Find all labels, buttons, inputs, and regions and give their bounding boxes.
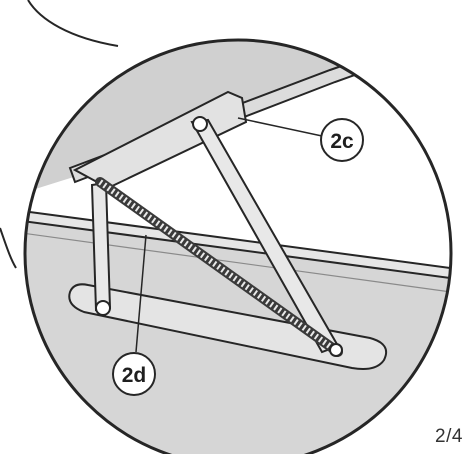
tension-spring bbox=[95, 177, 343, 357]
callout-2d-bubble bbox=[112, 352, 156, 396]
callout-2c-bubble bbox=[320, 118, 364, 162]
callout-2c-label: 2c bbox=[330, 130, 354, 153]
detail-leader-line bbox=[27, 0, 119, 47]
short-link-arm bbox=[90, 181, 112, 312]
callout-2c-leader bbox=[237, 117, 323, 137]
callout-2d-label: 2d bbox=[122, 364, 147, 387]
page-number: 2/4 bbox=[435, 426, 463, 447]
panel-top-edge bbox=[25, 206, 451, 284]
detail-leader-line-lower bbox=[0, 227, 17, 269]
pivot-pin-bottom bbox=[95, 300, 111, 316]
base-mounting-plate bbox=[68, 283, 388, 370]
detail-zoom-circle bbox=[23, 38, 453, 454]
pivot-pin-spring bbox=[329, 343, 343, 357]
pivot-pin-top bbox=[192, 116, 208, 132]
callout-2d-leader bbox=[135, 234, 147, 353]
